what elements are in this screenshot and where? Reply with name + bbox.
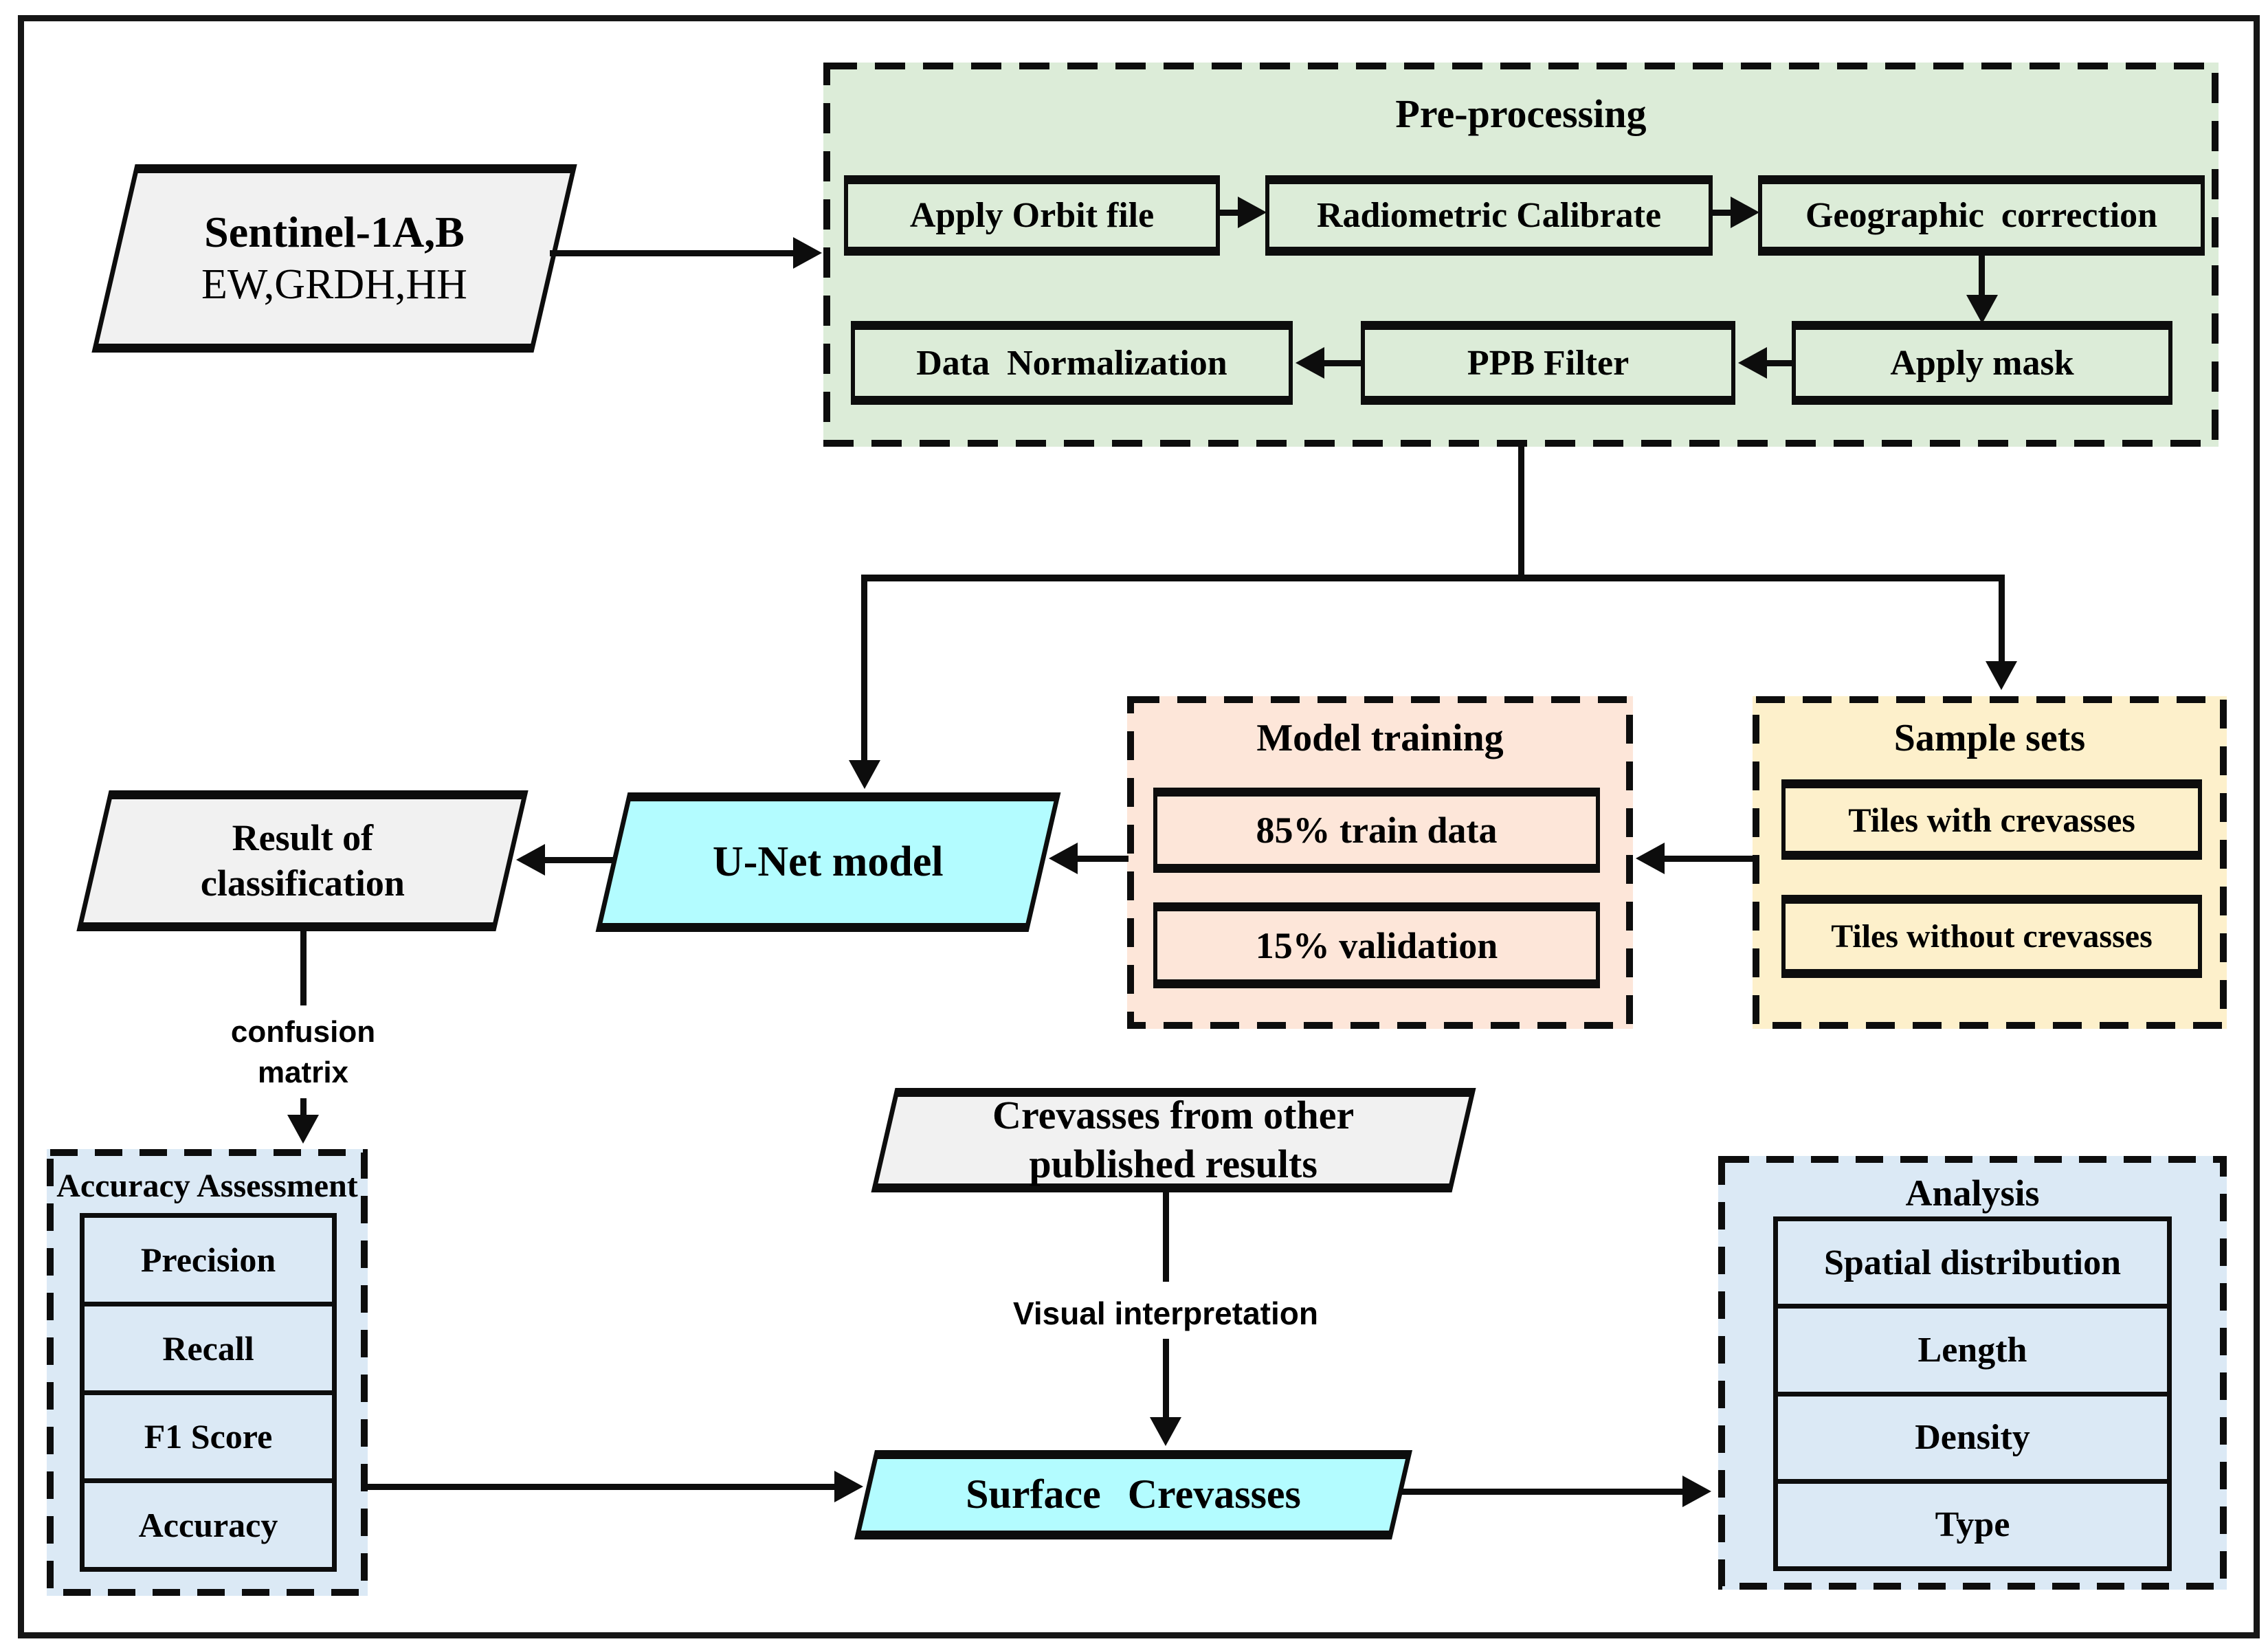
connector-line bbox=[300, 1098, 307, 1117]
arrowhead-icon bbox=[1986, 661, 2017, 690]
train-data-box: 85% train data bbox=[1153, 788, 1600, 873]
connector-line bbox=[550, 250, 797, 256]
published-line2: published results bbox=[1029, 1142, 1318, 1186]
analysis-spatial-distribution: Spatial distribution bbox=[1823, 1243, 2122, 1282]
step-apply-mask: Apply mask bbox=[1792, 321, 2172, 405]
published-crevasses-node: Crevasses from other published results bbox=[871, 1088, 1476, 1192]
outer-border bbox=[18, 15, 2260, 1638]
connector-line bbox=[1518, 445, 1524, 581]
connector-line bbox=[1766, 360, 1792, 366]
dashed-border bbox=[47, 1149, 368, 1596]
confusion-matrix-label: confusion matrix bbox=[166, 1012, 441, 1093]
unet-model-label: U-Net model bbox=[713, 838, 944, 885]
surface-crevasses-label: Surface Crevasses bbox=[966, 1471, 1301, 1517]
dashed-border bbox=[1753, 696, 2227, 1029]
result-line1: Result of bbox=[232, 816, 373, 858]
confusion-matrix-line1: confusion bbox=[230, 1015, 376, 1049]
arrowhead-icon bbox=[834, 1471, 863, 1502]
visual-interpretation-label: Visual interpretation bbox=[1013, 1295, 1318, 1331]
connector-line bbox=[1323, 360, 1361, 366]
tiles-with-crevasses-box: Tiles with crevasses bbox=[1781, 779, 2202, 860]
arrowhead-icon bbox=[849, 760, 880, 789]
arrowhead-icon bbox=[793, 237, 822, 269]
step-data-normalization: Data Normalization bbox=[851, 321, 1293, 405]
metric-f1-score: F1 Score bbox=[85, 1390, 332, 1479]
unet-model-node: U-Net model bbox=[595, 792, 1061, 932]
analysis-type: Type bbox=[1778, 1478, 2167, 1566]
analysis-density: Density bbox=[1778, 1391, 2167, 1479]
result-of-classification-node: Result of classification bbox=[76, 790, 529, 931]
metric-recall: Recall bbox=[85, 1301, 332, 1390]
connector-line bbox=[1076, 856, 1129, 862]
surface-crevasses-node: Surface Crevasses bbox=[854, 1450, 1413, 1539]
connector-line bbox=[1979, 256, 1985, 298]
confusion-matrix-line2: matrix bbox=[257, 1056, 349, 1090]
step-radiometric-calibrate: Radiometric Calibrate bbox=[1265, 175, 1713, 256]
dashed-border bbox=[1718, 1156, 2227, 1590]
arrowhead-icon bbox=[287, 1115, 319, 1144]
analysis-length: Length bbox=[1778, 1304, 2167, 1391]
connector-line bbox=[300, 930, 307, 1005]
arrowhead-icon bbox=[1731, 197, 1759, 228]
dashed-border bbox=[1127, 696, 1633, 1029]
connector-line bbox=[861, 575, 2005, 581]
arrowhead-icon bbox=[1150, 1417, 1181, 1446]
analysis-title: Analysis bbox=[1905, 1172, 2040, 1214]
connector-line bbox=[1402, 1489, 1685, 1495]
sentinel-subtitle: EW,GRDH,HH bbox=[201, 261, 467, 309]
preprocessing-title: Pre-processing bbox=[1395, 91, 1647, 136]
arrowhead-icon bbox=[1966, 295, 1998, 324]
connector-line bbox=[1710, 210, 1735, 216]
step-apply-orbit-file: Apply Orbit file bbox=[844, 175, 1220, 256]
connector-line bbox=[544, 857, 613, 863]
arrowhead-icon bbox=[1738, 347, 1767, 379]
validation-box: 15% validation bbox=[1153, 902, 1600, 988]
connector-line bbox=[368, 1484, 838, 1490]
connector-line bbox=[1216, 210, 1244, 216]
metric-precision: Precision bbox=[140, 1240, 276, 1279]
published-line1: Crevasses from other bbox=[992, 1093, 1355, 1138]
model-training-title: Model training bbox=[1256, 717, 1504, 759]
analysis-items-table: Spatial distribution Length Density Type bbox=[1773, 1216, 2172, 1571]
accuracy-assessment-title: Accuracy Assessment bbox=[56, 1168, 358, 1204]
accuracy-metrics-table: Precision Recall F1 Score Accuracy bbox=[80, 1213, 337, 1572]
dashed-border bbox=[823, 63, 2219, 447]
arrowhead-icon bbox=[1049, 843, 1078, 874]
connector-line bbox=[1163, 1339, 1169, 1420]
sample-sets-title: Sample sets bbox=[1893, 717, 2086, 759]
metric-accuracy: Accuracy bbox=[85, 1478, 332, 1567]
step-geographic-correction: Geographic correction bbox=[1758, 175, 2205, 256]
connector-line bbox=[1999, 575, 2005, 664]
connector-line bbox=[1663, 856, 1753, 862]
connector-line bbox=[1163, 1189, 1169, 1282]
arrowhead-icon bbox=[1296, 347, 1324, 379]
arrowhead-icon bbox=[1636, 843, 1665, 874]
arrowhead-icon bbox=[516, 844, 545, 876]
step-ppb-filter: PPB Filter bbox=[1361, 321, 1735, 405]
sentinel-input-node: Sentinel-1A,B EW,GRDH,HH bbox=[91, 164, 577, 353]
arrowhead-icon bbox=[1238, 197, 1267, 228]
sentinel-title: Sentinel-1A,B bbox=[204, 208, 465, 257]
connector-line bbox=[861, 575, 867, 761]
arrowhead-icon bbox=[1682, 1476, 1711, 1507]
tiles-without-crevasses-box: Tiles without crevasses bbox=[1781, 895, 2202, 978]
result-line2: classification bbox=[200, 862, 405, 904]
